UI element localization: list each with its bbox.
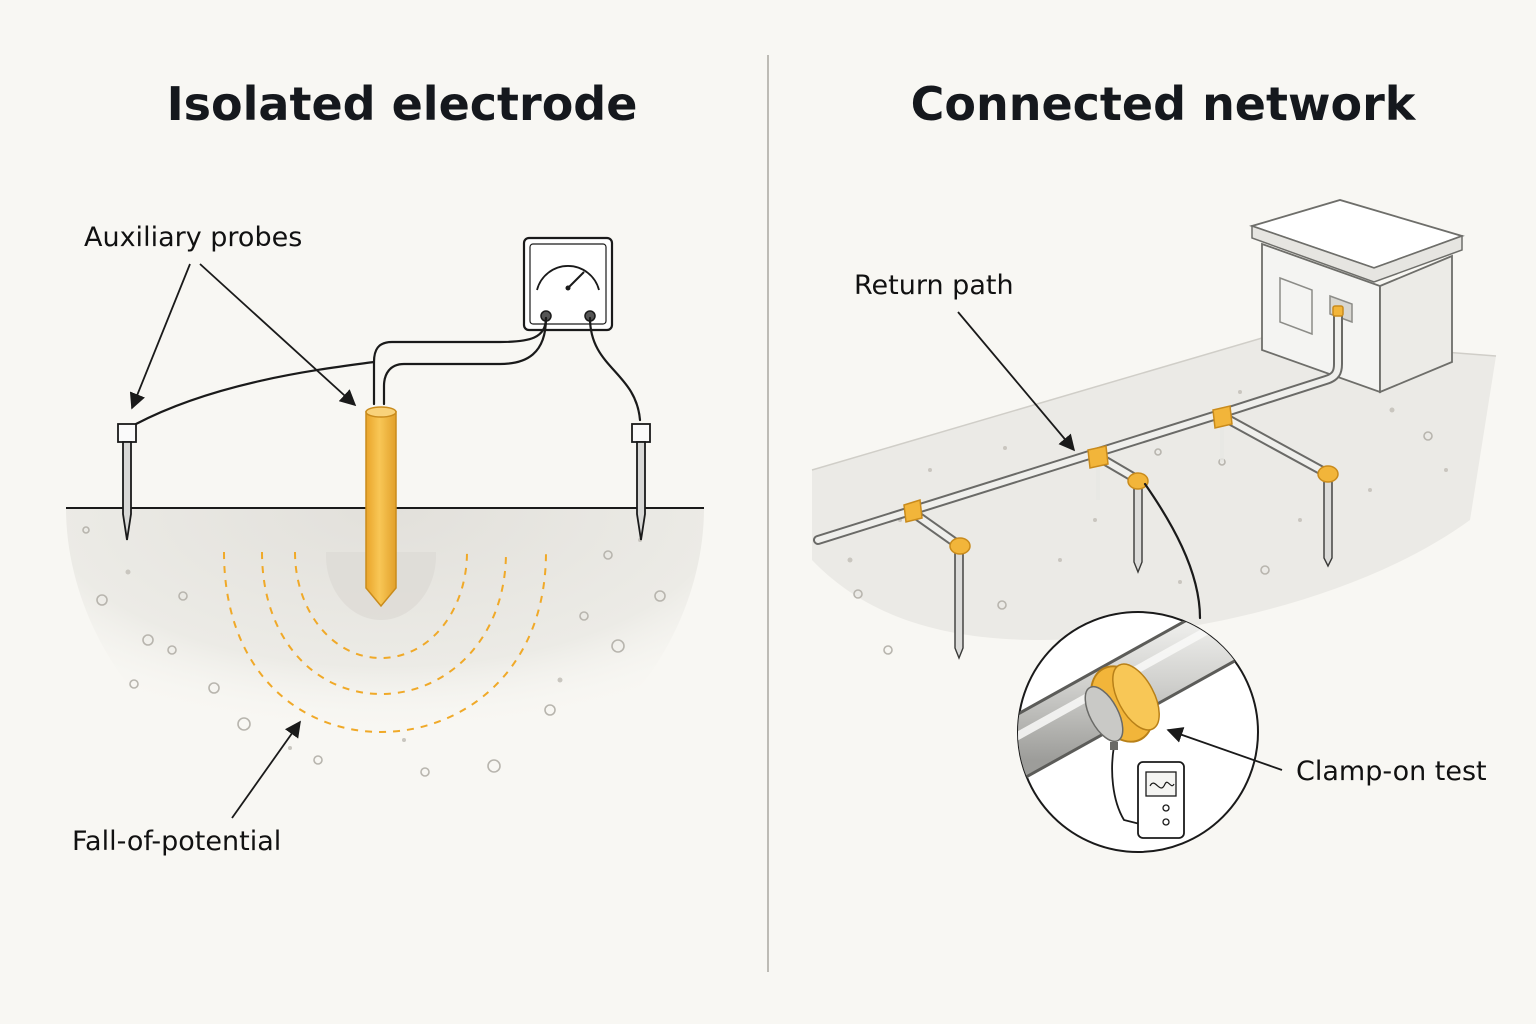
soil-pebbles (82, 526, 666, 777)
right-panel-title: Connected network (911, 77, 1417, 131)
pipe-connectors (903, 305, 1344, 555)
right-panel: Connected network (811, 77, 1497, 853)
auxiliary-probe-right (631, 423, 651, 541)
return-path-label: Return path (854, 270, 1014, 301)
left-panel: Isolated electrode (66, 77, 704, 857)
return-path-arrow (957, 311, 1076, 452)
resistance-meter (522, 236, 614, 332)
left-panel-title: Isolated electrode (167, 77, 638, 131)
clamp-on-test-label: Clamp-on test (1296, 756, 1487, 787)
ground-plane (812, 338, 1496, 640)
potential-contours (223, 551, 547, 734)
auxiliary-probes-arrow-left (129, 263, 191, 410)
auxiliary-probe-left (117, 423, 137, 541)
ground-rods (954, 424, 1333, 660)
ground-electrode-rod (365, 406, 397, 608)
fall-of-potential-label: Fall-of-potential (72, 826, 281, 857)
building (1249, 199, 1465, 394)
auxiliary-probes-arrow-rod (199, 263, 357, 407)
ground-texture (847, 390, 1448, 655)
clamp-on-test-arrow (1166, 727, 1283, 771)
fall-of-potential-arrow (231, 720, 301, 819)
auxiliary-probes-label: Auxiliary probes (84, 222, 302, 253)
